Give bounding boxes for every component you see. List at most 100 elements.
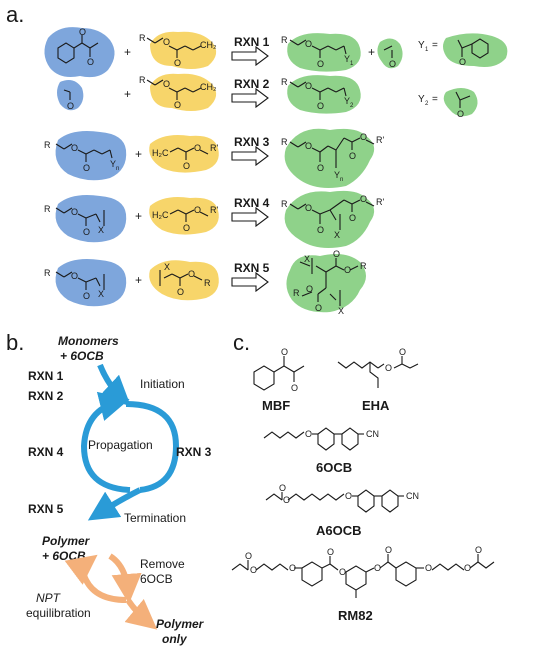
atom-O: O — [71, 271, 78, 281]
a6ocb-molecule — [265, 489, 404, 513]
rxn1-label: RXN 1 — [234, 35, 270, 49]
blue-blob-chain — [55, 259, 127, 307]
6ocb-molecule — [263, 427, 364, 451]
atom-H2C: H₂C — [152, 210, 169, 220]
green-blob-radical — [377, 38, 403, 69]
yellow-blob-chain — [149, 260, 219, 301]
atom-CH2: CH₂ — [200, 40, 217, 50]
atom-X: X — [334, 230, 340, 240]
blue-blob-mbf — [44, 27, 115, 78]
atom-O: O — [425, 563, 432, 573]
rm82-name: RM82 — [338, 608, 373, 623]
blue-blob-chain — [55, 195, 127, 243]
atom-O: O — [83, 163, 90, 173]
atom-O: O — [374, 563, 381, 573]
atom-R: R — [204, 278, 211, 288]
product5-structure — [299, 258, 359, 306]
atom-Y: Y — [334, 170, 340, 180]
atom-O: O — [279, 483, 286, 493]
rxn5-cycle-label: RXN 5 — [28, 502, 64, 516]
propagation-arc-left — [80, 391, 131, 493]
npt-return-arrow — [64, 554, 127, 603]
atom-R: R — [293, 288, 300, 298]
subscript-n: n — [340, 177, 343, 183]
rxn5-row: R O O X + X O O R RXN 5 — [44, 249, 367, 316]
initiation-arrow — [97, 363, 131, 407]
atom-O: O — [333, 249, 340, 259]
reaction-arrow — [231, 145, 269, 167]
atom-O: O — [188, 269, 195, 279]
monomers-sub-label: + 6OCB — [60, 349, 104, 363]
atom-O: O — [305, 39, 312, 49]
acetyl-Y2-structure — [455, 91, 471, 108]
atom-O: O — [385, 545, 392, 555]
rxn2-cycle-label: RXN 2 — [28, 389, 64, 403]
product2-structure — [289, 81, 347, 100]
atom-O: O — [305, 203, 312, 213]
mbf-name: MBF — [262, 398, 290, 413]
atom-O: O — [385, 363, 392, 373]
rxn4-label: RXN 4 — [234, 196, 270, 210]
yellow-blob-monomer — [150, 31, 217, 69]
yellow-blob-monomer — [150, 73, 217, 111]
panel-label-a: a. — [6, 2, 24, 27]
propagation-arc-right — [125, 401, 180, 493]
plus-sign: + — [124, 87, 131, 101]
cycle-diagram: Monomers + 6OCB RXN 1 RXN 2 Initiation P… — [26, 334, 212, 646]
polymer-only-arrow — [124, 598, 158, 630]
atom-O: O — [291, 383, 298, 393]
rxn3-cycle-label: RXN 3 — [176, 445, 212, 459]
atom-O: O — [245, 551, 252, 561]
atom-R: R — [44, 268, 51, 278]
green-blob-Y1 — [443, 33, 508, 67]
atom-X: X — [98, 289, 104, 299]
atom-O: O — [194, 205, 201, 215]
eha-molecule — [337, 356, 419, 388]
atom-O: O — [306, 284, 313, 294]
atom-O: O — [305, 81, 312, 91]
atom-O: O — [67, 101, 74, 111]
monomers-label: Monomers — [58, 334, 119, 348]
polymer-label: Polymer — [42, 534, 91, 548]
reaction-arrow — [231, 206, 269, 228]
reaction-arrow — [231, 45, 269, 67]
atom-R: R — [281, 199, 288, 209]
atom-X: X — [338, 306, 344, 316]
atom-CH2: CH₂ — [200, 82, 217, 92]
atom-O: O — [317, 101, 324, 111]
remove-6ocb-arrow — [108, 553, 142, 604]
atom-O: O — [83, 291, 90, 301]
atom-R-prime: R' — [376, 135, 384, 145]
atom-O: O — [317, 163, 324, 173]
initiation-label: Initiation — [140, 377, 185, 391]
subscript-1: 1 — [425, 47, 429, 53]
plus-sign: + — [135, 147, 142, 161]
atom-O: O — [281, 347, 288, 357]
atom-O: O — [79, 27, 86, 37]
atom-X: X — [164, 262, 170, 272]
atom-Y: Y — [344, 96, 350, 106]
atom-CN: CN — [406, 491, 419, 501]
atom-O: O — [194, 143, 201, 153]
atom-O: O — [464, 563, 471, 573]
npt-label: NPT — [36, 591, 62, 605]
rm82-molecule — [231, 554, 495, 598]
panel-label-b: b. — [6, 330, 24, 355]
atom-R: R — [281, 77, 288, 87]
atom-O: O — [389, 59, 396, 69]
6ocb-name: 6OCB — [316, 460, 352, 475]
atom-H2C: H₂C — [152, 148, 169, 158]
subscript-2: 2 — [350, 103, 354, 109]
atom-O: O — [327, 547, 334, 557]
atom-O: O — [174, 100, 181, 110]
atom-O: O — [163, 79, 170, 89]
atom-Y: Y — [110, 159, 116, 169]
mbf-molecule — [253, 356, 305, 391]
green-blob-Y2 — [443, 88, 478, 117]
plus-sign: + — [124, 45, 131, 59]
atom-R: R — [44, 204, 51, 214]
atom-R: R — [139, 33, 146, 43]
rxn3-row: R O O Y n + H₂C O O R' RXN 3 — [44, 128, 384, 188]
atom-O: O — [305, 429, 312, 439]
equals-sign: = — [432, 94, 438, 105]
